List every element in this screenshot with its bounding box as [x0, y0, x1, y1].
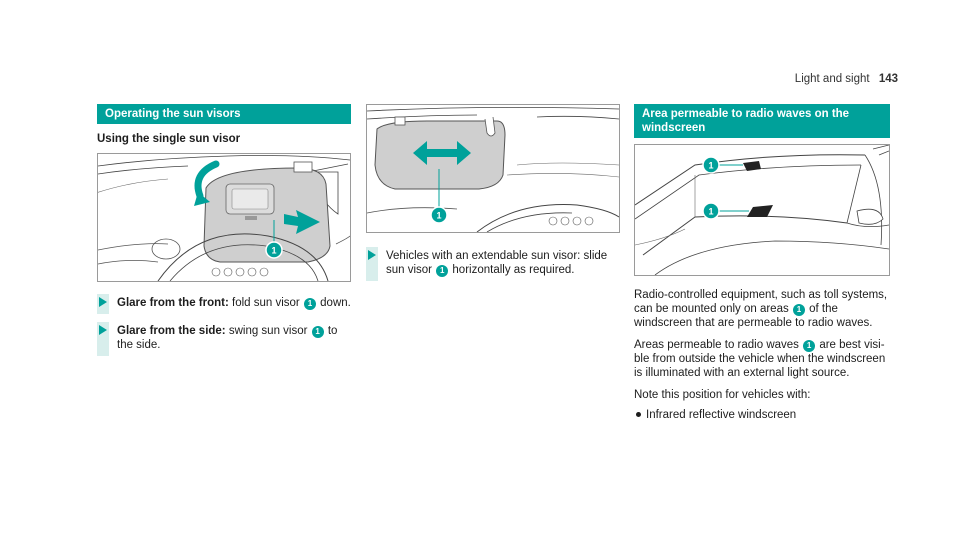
- extendable-visor-illustration: 1: [367, 107, 619, 232]
- step-glare-front: Glare from the front: fold sun visor 1 d…: [97, 294, 351, 314]
- figure-callout-1: 1: [271, 246, 276, 256]
- paragraph-radio-equipment: Radio-controlled equipment, such as toll…: [634, 289, 888, 329]
- paragraph-note: Note this position for vehicles with:: [634, 389, 811, 401]
- column-radio-permeable: Area permeable to radio waves on the win…: [634, 104, 890, 422]
- step-label: Glare from the side:: [117, 325, 226, 337]
- step-text: to the side.: [117, 325, 338, 351]
- step-extendable-visor: Vehicles with an extendable sun visor: s…: [366, 247, 620, 281]
- step-text: horizontally as required.: [449, 264, 575, 276]
- column-sun-visor-single: Operating the sun visors Using the singl…: [97, 104, 351, 356]
- bullet-item: Infrared reflective windscreen: [634, 408, 890, 422]
- section-title-sun-visors: Operating the sun visors: [97, 104, 351, 124]
- figure-callout-upper: 1: [708, 161, 713, 171]
- page-number: 143: [878, 73, 898, 85]
- single-visor-illustration: 1: [98, 155, 350, 281]
- step-text: swing sun visor: [225, 325, 311, 337]
- bullet-dot-icon: [636, 412, 641, 417]
- step-label: Glare from the front:: [117, 297, 229, 309]
- callout-badge: 1: [803, 340, 816, 352]
- callout-badge: 1: [311, 326, 324, 338]
- callout-badge: 1: [792, 304, 805, 316]
- subheading-single-visor: Using the single sun visor: [97, 133, 241, 145]
- figure-callout-1: 1: [436, 211, 441, 221]
- step-arrow-icon: [368, 250, 376, 260]
- figure-extendable-visor: 1: [366, 104, 620, 233]
- step-glare-side: Glare from the side: swing sun visor 1 t…: [97, 322, 351, 356]
- radio-permeable-text: Radio-controlled equipment, such as toll…: [634, 288, 890, 422]
- figure-windscreen: 1 1: [634, 144, 890, 276]
- step-arrow-icon: [99, 297, 107, 307]
- figure-callout-lower: 1: [708, 207, 713, 217]
- step-text: down.: [316, 297, 351, 309]
- callout-badge: 1: [436, 265, 449, 277]
- section-title-radio-permeable: Area permeable to radio waves on the win…: [634, 104, 890, 138]
- column-extendable-visor: 1 Vehicles with an extendable sun visor:…: [366, 104, 620, 281]
- step-text: fold sun visor: [228, 297, 303, 309]
- header-section: Light and sight: [794, 73, 870, 85]
- windscreen-illustration: 1 1: [635, 145, 889, 275]
- step-text: Vehicles with an extendable sun visor: s…: [386, 250, 608, 276]
- step-arrow-icon: [99, 325, 107, 335]
- paragraph-visible-areas: Areas permeable to radio waves 1 are bes…: [634, 339, 886, 379]
- page-header: Light and sight 143: [795, 73, 898, 85]
- figure-single-visor: 1: [97, 153, 351, 282]
- callout-badge: 1: [303, 298, 316, 310]
